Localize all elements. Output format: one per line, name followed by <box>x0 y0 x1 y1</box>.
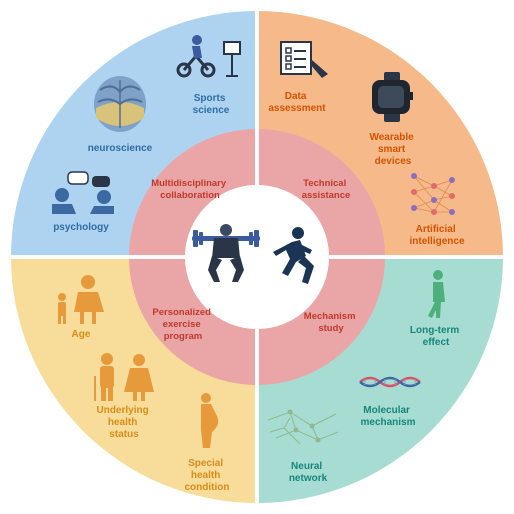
neurons-icon <box>267 409 339 445</box>
runner-icon <box>273 227 314 284</box>
inner-label-personalized: Personalized exercise program <box>152 307 213 342</box>
weightlifter-icon <box>192 224 260 282</box>
dna-icon <box>359 376 421 388</box>
pregnant-icon <box>201 393 219 448</box>
elderly-icon <box>58 275 104 324</box>
label-sports-science: Sports science <box>193 93 230 116</box>
elderly-couple-icon <box>94 353 154 401</box>
inner-label-technical: Technical assistance <box>302 178 351 201</box>
label-underlying-health-status: Underlying health status <box>96 405 151 440</box>
smartwatch-icon <box>372 72 413 122</box>
inner-label-mechanism: Mechanism study <box>304 311 358 334</box>
label-neural-network: Neural network <box>289 461 328 484</box>
checklist-icon <box>280 41 328 78</box>
label-neuroscience: neuroscience <box>88 143 153 154</box>
inner-label-multidisciplinary: Multidisciplinary collaboration <box>151 178 229 201</box>
label-special-health-condition: Special health condition <box>185 458 230 493</box>
label-age: Age <box>72 329 91 340</box>
label-artificial-intelligence: Artificial intelligence <box>409 224 464 247</box>
label-long-term-effect: Long-term effect <box>410 325 462 348</box>
label-data-assessment: Data assessment <box>268 91 326 114</box>
label-molecular-mechanism: Molecular mechanism <box>360 405 415 428</box>
brain-icon <box>94 76 146 132</box>
neural-net-icon <box>411 173 455 215</box>
exercise-bike-icon <box>176 35 241 78</box>
walking-icon <box>428 270 445 318</box>
label-psychology: psychology <box>53 222 109 233</box>
conversation-icon <box>52 171 114 214</box>
label-wearable-smart-devices: Wearable smart devices <box>369 132 416 167</box>
